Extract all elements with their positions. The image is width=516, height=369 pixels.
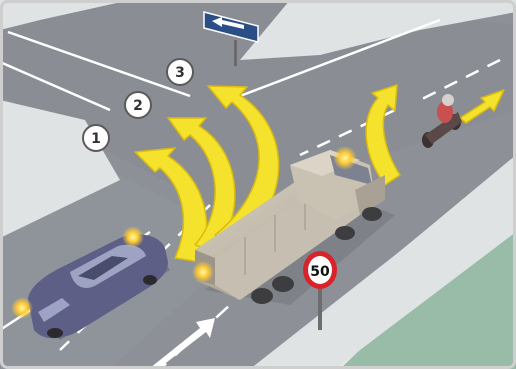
svg-text:1: 1 — [91, 131, 101, 147]
corner-top-left — [0, 0, 130, 30]
speed-limit-value: 50 — [310, 264, 330, 280]
car — [28, 234, 170, 340]
maneuver-label-1: 1 — [82, 124, 110, 152]
road-arrow-icon — [150, 318, 215, 369]
arrow-path-moto — [459, 89, 505, 124]
truck-front-signal — [333, 146, 357, 170]
route-sign — [203, 11, 259, 66]
svg-text:2: 2 — [133, 98, 143, 114]
car-front-signal — [122, 226, 144, 248]
corner-top-right — [240, 0, 516, 60]
speed-limit-sign: 50 — [303, 251, 337, 330]
dump-truck — [195, 150, 395, 305]
svg-text:3: 3 — [175, 65, 185, 81]
maneuver-label-3: 3 — [166, 58, 194, 86]
car-rear-signal — [11, 297, 33, 319]
arrow-path-right — [365, 84, 401, 186]
corner-right-lower — [258, 155, 516, 369]
arrow-path-2 — [167, 117, 236, 253]
left-arrow-icon — [212, 17, 244, 29]
truck-rear-signal — [192, 261, 214, 283]
motorcycle — [422, 94, 462, 148]
maneuver-label-2: 2 — [124, 91, 152, 119]
cross-road — [0, 0, 516, 210]
